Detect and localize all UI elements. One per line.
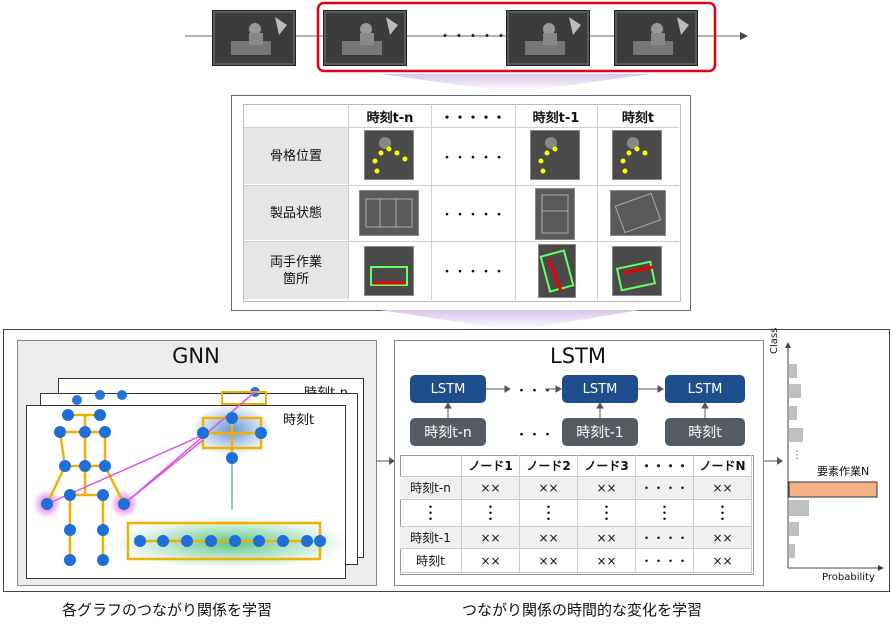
table-header-t-1: 時刻t-1	[532, 110, 580, 126]
skeleton-image-t-n	[364, 130, 414, 180]
row-ellipsis-3: ・・・・・	[440, 265, 506, 280]
node-table-cell: 時刻t	[400, 549, 462, 573]
product-image-t	[610, 190, 666, 236]
hands-image-t	[612, 246, 662, 296]
product-image-t-1	[535, 188, 575, 240]
row-label-skeleton: 骨格位置	[244, 128, 348, 184]
graph-label-front: 時刻t	[283, 413, 315, 428]
node-table-cell: ××	[694, 527, 752, 549]
node-table-cell: ××	[520, 527, 578, 549]
node-table-cell: ××	[520, 477, 578, 500]
table-header-t-n: 時刻t-n	[366, 110, 414, 126]
node-table-cell: 時刻t-n	[400, 477, 462, 500]
time-box-t-1: 時刻t-1	[562, 418, 638, 446]
y-axis-label: Class	[769, 327, 780, 354]
timeline-ellipsis: ・・・・・	[438, 29, 508, 45]
lstm-dots-bottom: ・・・	[515, 428, 555, 443]
table-header-t: 時刻t	[621, 110, 655, 126]
funnel-2	[380, 310, 640, 330]
hands-image-t-n	[364, 246, 414, 296]
time-box-t-n: 時刻t-n	[410, 418, 486, 446]
node-table-cell: ××	[462, 477, 520, 500]
node-table-cell: ××	[462, 549, 520, 573]
node-table-cell: 時刻t-1	[400, 527, 462, 549]
skeleton-image-t-1	[530, 130, 580, 180]
node-table-cell: ・ ・ ・	[400, 500, 462, 527]
gnn-title: GNN	[172, 344, 220, 368]
node-table-cell: ××	[694, 477, 752, 500]
node-table-cell: ××	[578, 477, 636, 500]
node-table-cell: ・ ・ ・	[636, 500, 694, 527]
node-table-header: ノードN	[694, 455, 752, 477]
node-table-cell: ・ ・ ・	[694, 500, 752, 527]
skeleton-image-t	[612, 130, 662, 180]
row-label-product: 製品状態	[244, 186, 348, 240]
video-frame-3	[506, 10, 590, 66]
node-table-cell: ××	[578, 549, 636, 573]
class-bars	[789, 364, 809, 558]
highlight-class-label: 要素作業N	[817, 465, 870, 478]
svg-text:⋮: ⋮	[792, 450, 802, 461]
video-frame-1	[212, 10, 296, 66]
lstm-cell-3: LSTM	[665, 375, 745, 403]
node-table-header	[400, 455, 462, 477]
caption-gnn: 各グラフのつながり関係を学習	[62, 601, 273, 619]
class-probability-chart: ⋮	[785, 342, 884, 571]
node-table-cell: ××	[694, 549, 752, 573]
node-table-cell: ・ ・ ・	[462, 500, 520, 527]
lstm-title: LSTM	[550, 344, 606, 368]
lstm-dots-top: ・・・	[515, 384, 555, 399]
node-table-cell: ・・・・	[636, 549, 694, 573]
video-frame-2	[323, 10, 407, 66]
x-axis-label: Probability	[822, 572, 875, 583]
node-table-cell: ・・・・	[636, 527, 694, 549]
row-ellipsis-1: ・・・・・	[440, 150, 506, 166]
node-table-cell: ・ ・ ・	[578, 500, 636, 527]
time-box-t: 時刻t	[665, 418, 745, 446]
product-image-t-n	[359, 190, 419, 236]
node-table-cell: ××	[578, 527, 636, 549]
arrow-gnn-lstm	[376, 457, 395, 465]
row-ellipsis-2: ・・・・・	[440, 207, 506, 223]
node-table-cell: ××	[462, 527, 520, 549]
table-header-ellipsis: ・・・・・	[440, 110, 506, 126]
node-table-header: ・・・・	[636, 455, 694, 477]
node-table-cell: ・ ・ ・	[520, 500, 578, 527]
caption-lstm: つながり関係の時間的な変化を学習	[462, 601, 703, 619]
selection-highlight	[316, 1, 717, 73]
node-table-header: ノード3	[578, 455, 636, 477]
lstm-cell-1: LSTM	[410, 375, 486, 403]
highlight-class-bar	[788, 481, 878, 498]
node-table-header: ノード1	[462, 455, 520, 477]
features-table	[243, 104, 681, 302]
node-table-cell: ・・・・	[636, 477, 694, 500]
arrow-lstm-output	[764, 457, 783, 465]
video-frame-4	[614, 10, 698, 66]
lstm-cell-2: LSTM	[562, 375, 638, 403]
hands-image-t-1	[538, 244, 576, 298]
row-label-hands: 両手作業 箇所	[244, 242, 348, 299]
node-table-cell: ××	[520, 549, 578, 573]
node-table-header: ノード2	[520, 455, 578, 477]
